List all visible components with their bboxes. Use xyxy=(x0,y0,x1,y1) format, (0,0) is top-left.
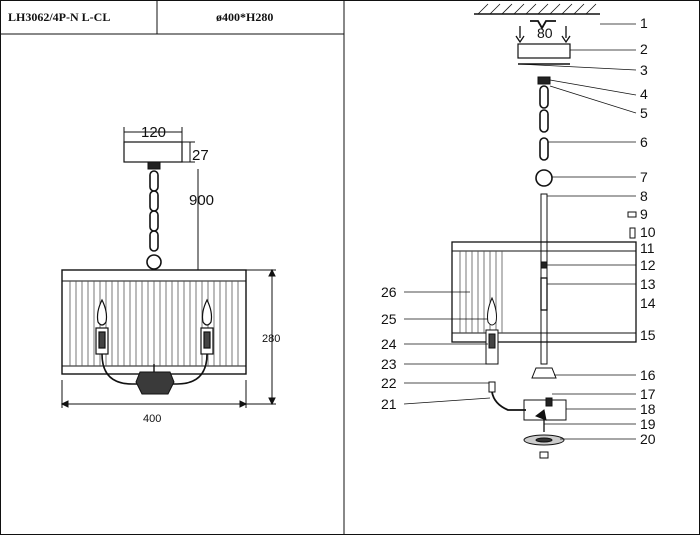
canopy-part xyxy=(517,43,571,59)
callout-21: 21 xyxy=(381,396,397,412)
canopy-nut xyxy=(147,161,161,170)
center-hub xyxy=(135,371,175,395)
size-spec: ø400*H280 xyxy=(216,10,273,24)
candle-bulb-right xyxy=(200,298,214,355)
candle-bulb-left xyxy=(95,298,109,355)
loop-part xyxy=(535,169,553,187)
canopy-nut-part xyxy=(537,76,551,85)
lamp-arm-right xyxy=(165,353,208,385)
mounting-bracket xyxy=(530,20,556,30)
callout-13: 13 xyxy=(640,276,656,292)
callout-10: 10 xyxy=(640,224,656,240)
chain-part xyxy=(539,85,549,161)
callout-19: 19 xyxy=(640,416,656,432)
callout-26: 26 xyxy=(381,284,397,300)
assembled-fixture-view xyxy=(60,127,276,408)
callout-2: 2 xyxy=(640,41,648,57)
canopy-width-label: 120 xyxy=(141,124,166,141)
callout-4: 4 xyxy=(640,86,648,102)
callout-15: 15 xyxy=(640,327,656,343)
callout-16: 16 xyxy=(640,367,656,383)
callout-12: 12 xyxy=(640,257,656,273)
callout-23: 23 xyxy=(381,356,397,372)
callout-leaders xyxy=(403,23,637,440)
lamp-arm-left xyxy=(101,353,144,385)
bottom-nut-part xyxy=(531,367,557,379)
arm-pin xyxy=(488,381,496,393)
callout-9: 9 xyxy=(640,206,648,222)
callout-17: 17 xyxy=(640,386,656,402)
callout-8: 8 xyxy=(640,188,648,204)
callout-1: 1 xyxy=(640,15,648,31)
spacing-label: 80 xyxy=(537,25,553,41)
spacer-part xyxy=(629,227,636,239)
suspension-chain xyxy=(149,170,159,252)
callout-25: 25 xyxy=(381,311,397,327)
callout-3: 3 xyxy=(640,62,648,78)
callout-20: 20 xyxy=(640,431,656,447)
canopy-height-label: 27 xyxy=(192,147,209,164)
arm-part xyxy=(491,391,526,411)
ceiling-screws xyxy=(515,26,571,44)
callout-5: 5 xyxy=(640,105,648,121)
height-label: 280 xyxy=(262,333,280,345)
chain-loop xyxy=(146,254,162,270)
callout-7: 7 xyxy=(640,169,648,185)
callout-22: 22 xyxy=(381,375,397,391)
canopy xyxy=(123,141,183,163)
model-number: LH3062/4P-N L-CL xyxy=(8,10,110,24)
diameter-label: 400 xyxy=(143,413,161,425)
callout-14: 14 xyxy=(640,295,656,311)
washer-part xyxy=(627,211,637,218)
callout-numbers: 1 2 3 4 5 6 7 8 9 10 11 12 13 14 15 16 1… xyxy=(381,15,656,447)
callout-24: 24 xyxy=(381,336,397,352)
callout-6: 6 xyxy=(640,134,648,150)
chain-length-label: 900 xyxy=(189,192,214,209)
callout-11: 11 xyxy=(640,240,655,256)
bulb-part xyxy=(487,296,497,326)
callout-18: 18 xyxy=(640,401,656,417)
exploded-parts-view xyxy=(403,3,637,459)
